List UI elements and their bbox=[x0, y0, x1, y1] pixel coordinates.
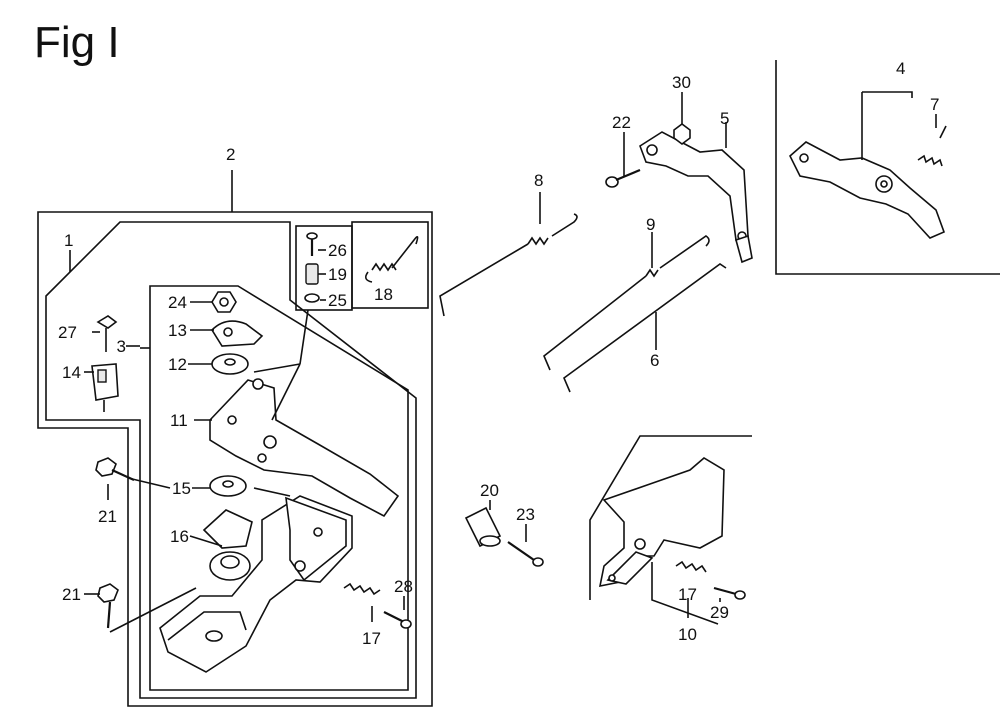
callout-4: 4 bbox=[896, 59, 905, 78]
callout-16: 16 bbox=[170, 527, 189, 546]
callout-27: 27 bbox=[58, 323, 77, 342]
callout-23: 23 bbox=[516, 505, 535, 524]
frame-group-1 bbox=[45, 221, 417, 699]
washer-12 bbox=[211, 353, 249, 375]
leader-lines bbox=[69, 91, 937, 633]
callout-1: 1 bbox=[64, 231, 73, 250]
callout-29: 29 bbox=[710, 603, 729, 622]
callout-5: 5 bbox=[720, 109, 729, 128]
callout-21-lower: 21 bbox=[62, 585, 81, 604]
rod-6 bbox=[563, 263, 727, 393]
frame-screw-group bbox=[295, 225, 353, 311]
lever-assembly-5 bbox=[639, 131, 753, 264]
spring-7 bbox=[917, 125, 947, 167]
frame-group-2 bbox=[37, 170, 433, 707]
bolt-22 bbox=[605, 168, 641, 188]
screw-28 bbox=[383, 611, 412, 629]
callout-9: 9 bbox=[646, 215, 655, 234]
screw-26 bbox=[306, 232, 318, 256]
callout-12: 12 bbox=[168, 355, 187, 374]
callout-8: 8 bbox=[534, 171, 543, 190]
callout-22: 22 bbox=[612, 113, 631, 132]
callout-6: 6 bbox=[650, 351, 659, 370]
callout-30: 30 bbox=[672, 73, 691, 92]
pin-20 bbox=[464, 506, 502, 548]
frame-group-3 bbox=[140, 285, 409, 691]
callout-3: 3 bbox=[117, 337, 126, 356]
rod-8 bbox=[439, 213, 578, 317]
lever-assembly-10 bbox=[598, 457, 725, 588]
nut-24 bbox=[211, 291, 237, 313]
figure-title: Fig I bbox=[34, 18, 120, 67]
bolt-27 bbox=[96, 315, 118, 352]
frame-group-4 bbox=[775, 60, 1000, 275]
callout-26: 26 bbox=[328, 241, 347, 260]
washer-15 bbox=[209, 475, 247, 497]
bolt-21-lower bbox=[97, 583, 119, 629]
callout-19: 19 bbox=[328, 265, 347, 284]
frame-group-10 bbox=[589, 435, 752, 600]
callout-25: 25 bbox=[328, 291, 347, 310]
lever-assembly-4 bbox=[789, 141, 946, 239]
callout-7: 7 bbox=[930, 95, 939, 114]
callout-11: 11 bbox=[170, 411, 188, 430]
callout-10: 10 bbox=[678, 625, 697, 644]
callout-18: 18 bbox=[374, 285, 393, 304]
governor-arm bbox=[209, 378, 400, 518]
callout-20: 20 bbox=[480, 481, 499, 500]
callout-14: 14 bbox=[62, 363, 81, 382]
lever-13 bbox=[210, 320, 264, 347]
collar-19 bbox=[305, 263, 319, 285]
callout-28: 28 bbox=[394, 577, 413, 596]
callout-24: 24 bbox=[168, 293, 187, 312]
callout-17-left: 17 bbox=[362, 629, 381, 648]
screw-29 bbox=[713, 586, 746, 600]
clip-14 bbox=[91, 363, 119, 412]
callout-15: 15 bbox=[172, 479, 191, 498]
rod-9 bbox=[543, 235, 710, 371]
bolt-23 bbox=[507, 541, 544, 567]
washer-25 bbox=[304, 293, 320, 303]
spring-18 bbox=[364, 236, 419, 283]
governor-base-plate bbox=[159, 495, 353, 673]
callout-2: 2 bbox=[226, 145, 235, 164]
callout-labels: 1 2 3 4 5 6 7 8 9 10 11 12 13 14 15 16 1… bbox=[58, 59, 939, 648]
callout-21-upper: 21 bbox=[98, 507, 117, 526]
callout-17-right: 17 bbox=[678, 585, 697, 604]
callout-13: 13 bbox=[168, 321, 187, 340]
spring-17-right bbox=[675, 560, 707, 573]
spring-17-left bbox=[343, 582, 381, 596]
